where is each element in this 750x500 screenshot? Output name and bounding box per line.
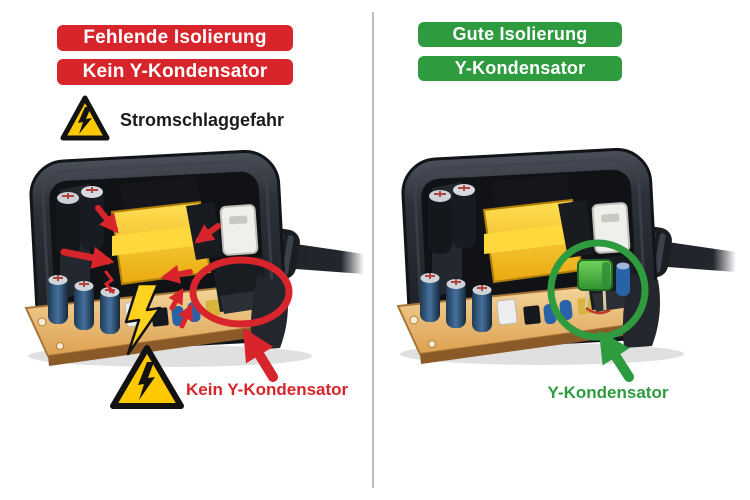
caption-no-y-capacitor: Kein Y-Kondensator bbox=[186, 380, 349, 399]
adapter-body bbox=[24, 150, 366, 369]
banner-y-capacitor: Y-Kondensator bbox=[418, 56, 622, 81]
y-capacitor-highlight bbox=[547, 239, 649, 341]
hazard-label: Stromschlaggefahr bbox=[120, 110, 285, 130]
panel-divider bbox=[372, 12, 374, 488]
y-capacitor-component bbox=[577, 259, 630, 315]
warning-triangle-lightning-icon bbox=[60, 95, 110, 141]
warning-triangle-lightning-icon bbox=[110, 345, 184, 409]
danger-arrows bbox=[60, 205, 221, 329]
banner-missing-isolation: Fehlende Isolierung bbox=[57, 25, 293, 51]
missing-y-capacitor-highlight bbox=[189, 256, 293, 328]
caption-arrow-green bbox=[598, 329, 634, 382]
psu-open-missing-y-illustration bbox=[24, 150, 366, 409]
lightning-bolt-icon bbox=[124, 282, 162, 356]
psu-open-with-y-illustration bbox=[396, 148, 738, 382]
caption-y-capacitor: Y-Kondensator bbox=[547, 383, 669, 402]
caption-arrow-red bbox=[243, 327, 278, 382]
banner-no-y-capacitor: Kein Y-Kondensator bbox=[57, 59, 293, 85]
banner-good-isolation: Gute Isolierung bbox=[418, 22, 622, 47]
